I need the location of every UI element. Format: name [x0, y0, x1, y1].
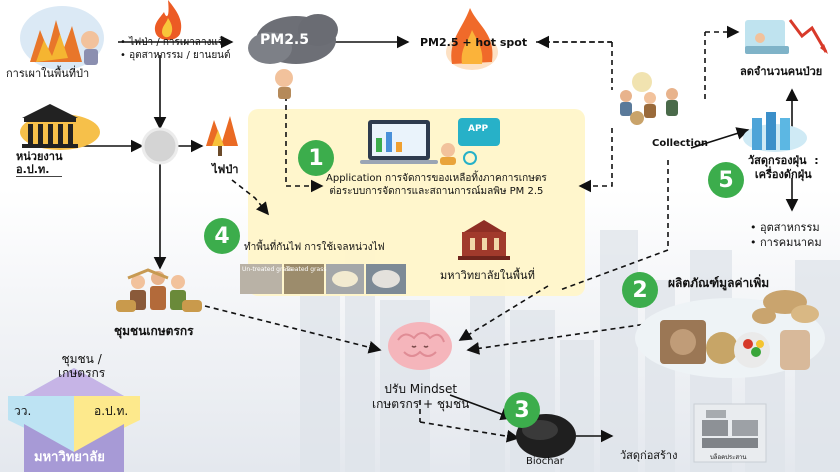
stakeholder-diagram	[8, 368, 140, 472]
step-5-badge: 5	[708, 162, 744, 198]
cause-item: • ไฟป่า / การเผาลางแจ้ง	[120, 37, 229, 48]
dashed-collection-to-app	[578, 128, 613, 193]
hotspot-fire-illustration	[446, 8, 498, 70]
biochar-label: Biochar	[526, 456, 564, 467]
sample-treated: Treated grass	[286, 266, 327, 273]
step-3-badge: 3	[504, 392, 540, 428]
forest-burning-label: การเผาในพื้นที่ป่า	[6, 67, 90, 80]
dashed-pm-to-app	[285, 96, 324, 193]
dashed-community-to-mindset	[204, 305, 382, 354]
fire-icon	[154, 0, 182, 40]
pm25-cloud-illustration	[248, 14, 338, 99]
dashed-fire-to-firebreak	[231, 179, 270, 216]
stakeholder-right: อ.ป.ท.	[94, 404, 129, 418]
construction-brick-illustration	[693, 403, 767, 463]
brick-caption: บล็อคประสาน	[710, 454, 747, 461]
community-label: ชุมชนเกษตรกร	[114, 324, 194, 338]
step-1-badge: 1	[298, 140, 334, 176]
local-university-label: มหาวิทยาลัยในพื้นที่	[440, 269, 535, 282]
university-building-icon	[458, 220, 510, 260]
forest-fire-illustration	[206, 116, 238, 156]
dust-uses-list: • อุตสาหกรรม • การคมนาคม	[750, 220, 822, 250]
construction-label: วัสดุก่อสร้าง	[620, 449, 678, 462]
dust-filter-illustration	[743, 112, 807, 152]
mindset-label: ปรับ Mindset เกษตรกร + ชุมชน	[372, 382, 470, 411]
laptop-app-illustration	[360, 118, 500, 165]
pm-hotspot-label: PM2.5 + hot spot	[420, 36, 528, 49]
stakeholder-left: วว.	[14, 404, 32, 418]
forest-burning-illustration	[20, 6, 104, 70]
dashed-collection-down	[559, 160, 669, 291]
dashed-to-biochar	[419, 421, 520, 443]
stakeholder-bottom: มหาวิทยาลัย	[34, 450, 105, 465]
dust-filter-label: วัสดุกรองฝุ่น : เครื่องดักฝุ่น	[748, 154, 819, 181]
application-text: Application การจัดการของเหลือทิ้งภาคการเ…	[326, 173, 547, 197]
firebreak-samples	[240, 264, 406, 294]
farmer-community-illustration	[116, 268, 202, 312]
dust-use-item: • การคมนาคม	[750, 236, 822, 249]
pm25-label: PM2.5	[260, 32, 309, 48]
forest-fire-label: ไฟป่า	[212, 163, 239, 176]
app-label: APP	[468, 124, 489, 134]
stakeholder-top: ชุมชน / เกษตรกร	[58, 352, 106, 380]
collection-illustration	[620, 72, 678, 125]
value-added-label: ผลิตภัณฑ์มูลค่าเพิ่ม	[668, 276, 770, 290]
collection-label: Collection	[652, 138, 708, 149]
sample-untreated: Un-treated grass	[242, 266, 293, 273]
arrow-mindset-to-biochar	[449, 394, 514, 421]
hub-node	[141, 127, 179, 165]
government-building-icon	[20, 104, 100, 150]
brain-mindset-illustration	[388, 322, 452, 370]
cause-item: • อุตสาหกรรม / ยานยนต์	[120, 50, 231, 61]
step-2-badge: 2	[622, 272, 658, 308]
value-added-products	[635, 290, 825, 378]
firebreak-label: ทำพื้นที่กันไฟ การใช้เจลหน่วงไฟ	[244, 242, 385, 253]
step-4-badge: 4	[204, 218, 240, 254]
dust-use-item: • อุตสาหกรรม	[750, 221, 820, 234]
hospital-patient-illustration	[745, 19, 828, 54]
cause-list: • ไฟป่า / การเผาลางแจ้ง • อุตสาหกรรม / ย…	[120, 36, 231, 62]
arrow-collection-to-filter	[690, 127, 750, 149]
reduce-patients-label: ลดจำนวนคนป่วย	[740, 65, 823, 78]
agency-label: หน่วยงาน อ.ป.ท.	[16, 150, 63, 177]
